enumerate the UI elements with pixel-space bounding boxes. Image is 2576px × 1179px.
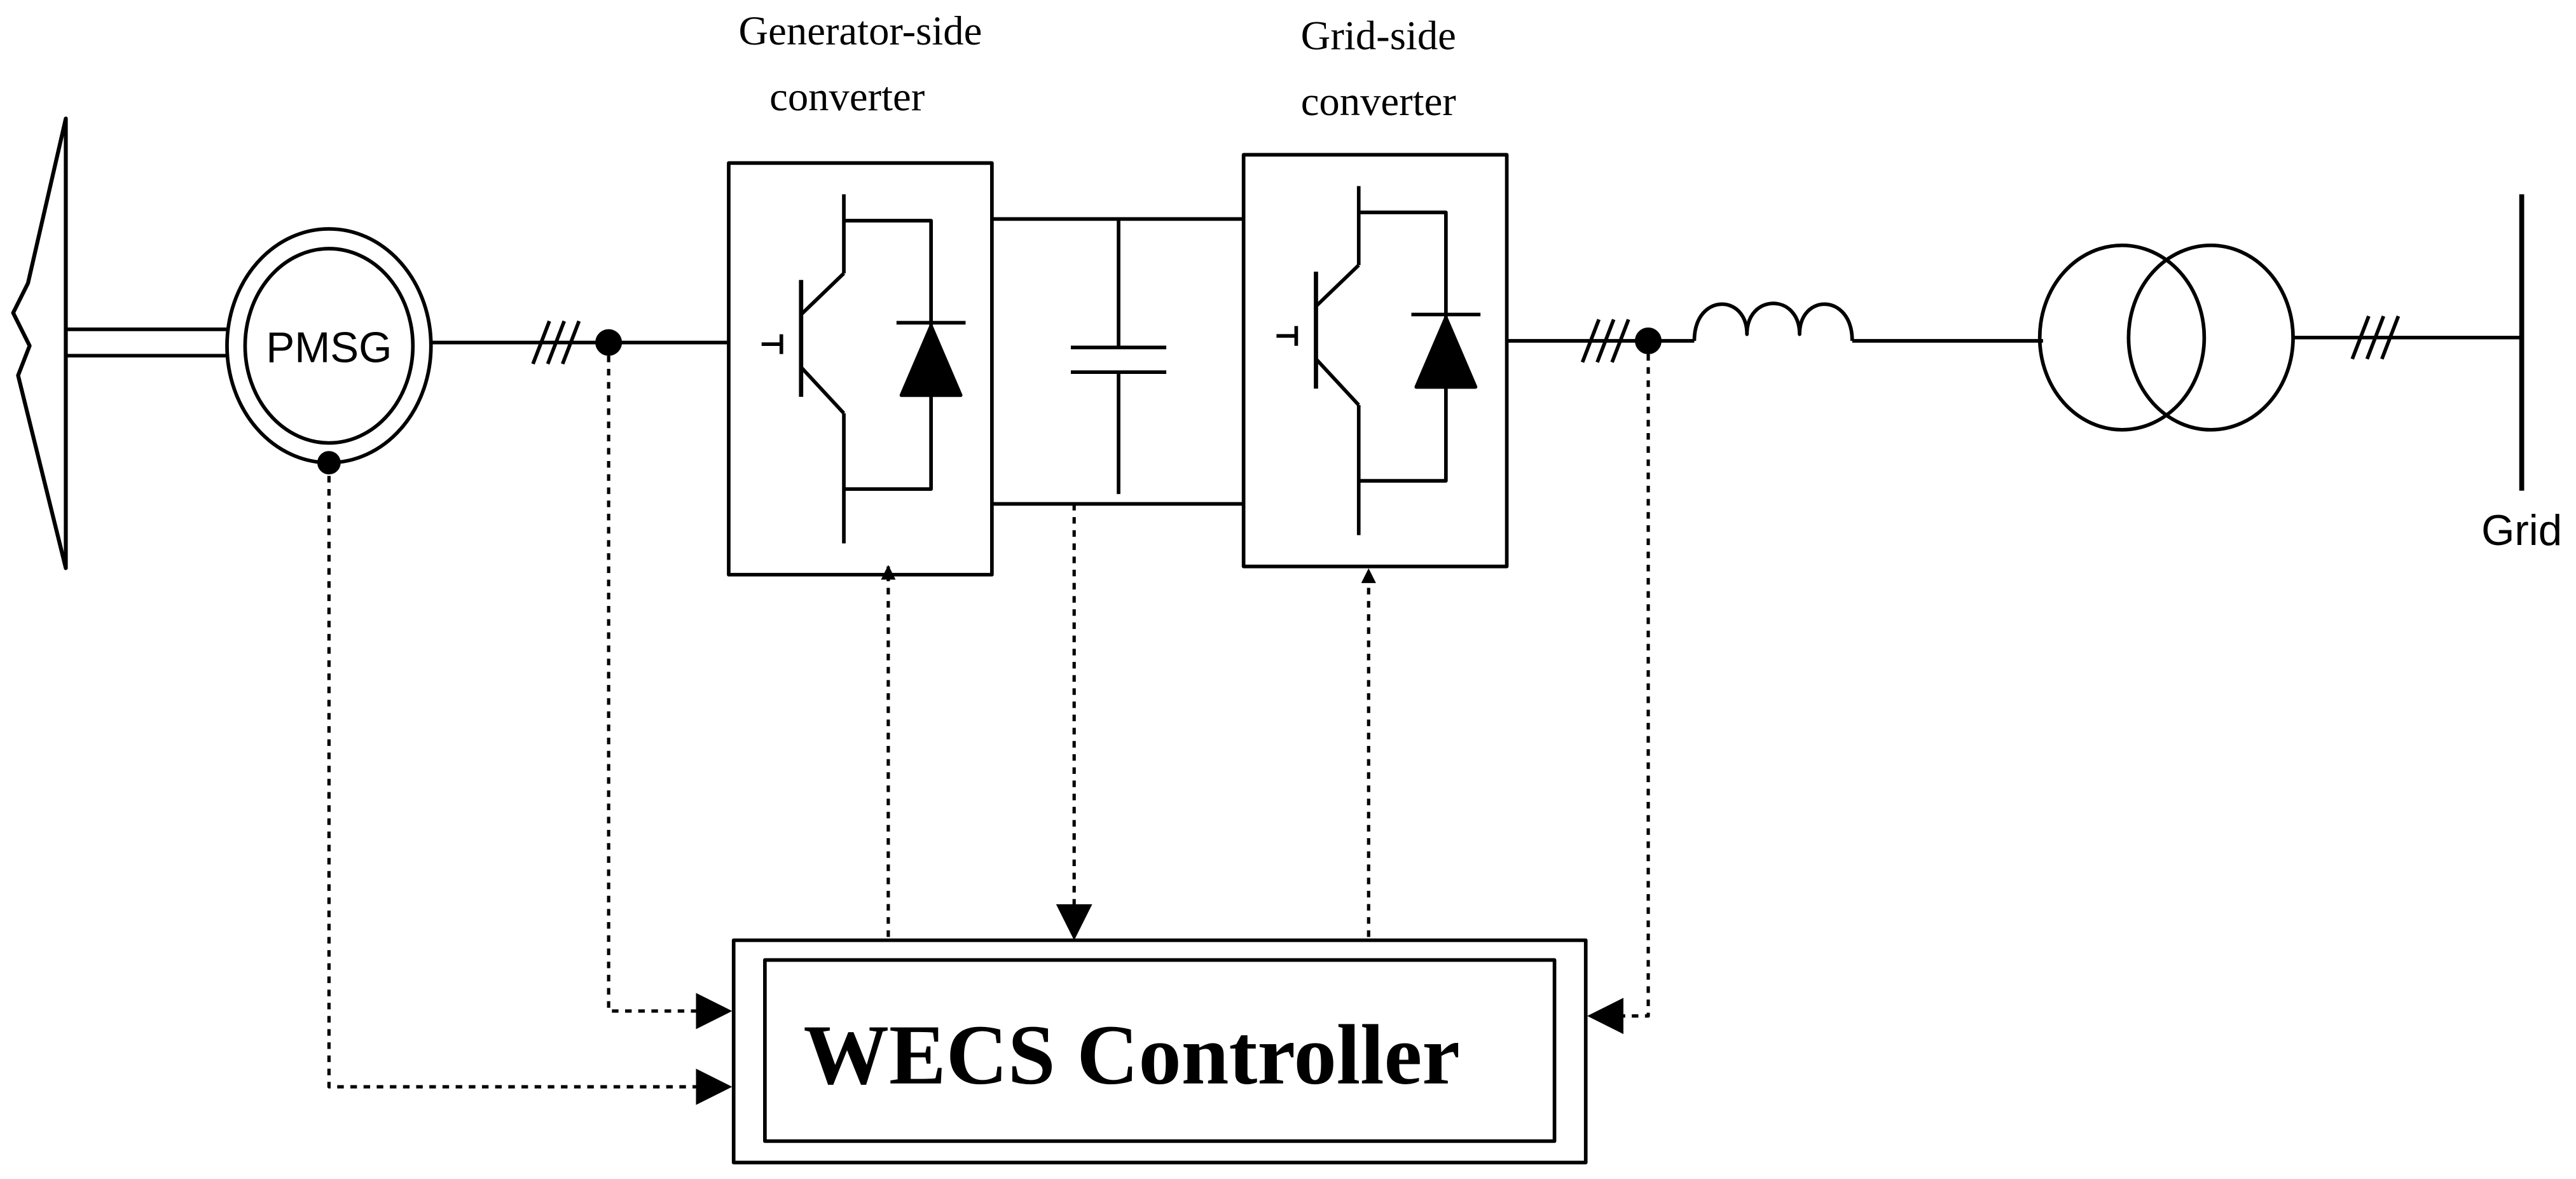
signal-generator-to-controller: [327, 462, 733, 1105]
grid-side-converter: [1241, 153, 1509, 569]
three-phase-mark-icon: [1580, 319, 1630, 363]
signal-grid-voltage-to-controller: [1587, 341, 1650, 1035]
three-phase-mark-icon: [531, 320, 581, 365]
three-phase-mark-icon: [2350, 315, 2400, 360]
grid-converter-label-line2: converter: [1301, 78, 1456, 124]
grid-feeder-line: [1506, 194, 2524, 491]
igbt-icon: [761, 194, 933, 544]
transformer-icon: [2037, 243, 2295, 432]
turbine-shaft: [65, 328, 227, 358]
igbt-icon: [1276, 186, 1448, 535]
controller-label: WECS Controller: [804, 1008, 1460, 1103]
grid-converter-label-line1: Grid-side: [1301, 13, 1456, 59]
generator-feeder-line: [430, 320, 729, 365]
pmsg-generator-icon: [225, 227, 433, 475]
generator-converter-label-line2: converter: [769, 73, 925, 119]
inductor-icon: [1692, 301, 1854, 341]
dc-link: [991, 217, 1244, 506]
signal-generator-voltage-to-controller: [607, 342, 733, 1030]
wecs-controller-box: [731, 938, 1588, 1164]
wind-turbine-blade-icon: [11, 116, 68, 570]
diode-icon: [1411, 312, 1481, 389]
generator-converter-label-line1: Generator-side: [738, 8, 982, 53]
capacitor-icon: [1071, 345, 1167, 375]
grid-label: Grid: [2481, 507, 2562, 555]
generator-label: PMSG: [266, 324, 392, 372]
generator-side-converter: [727, 161, 994, 577]
diode-icon: [896, 321, 966, 397]
